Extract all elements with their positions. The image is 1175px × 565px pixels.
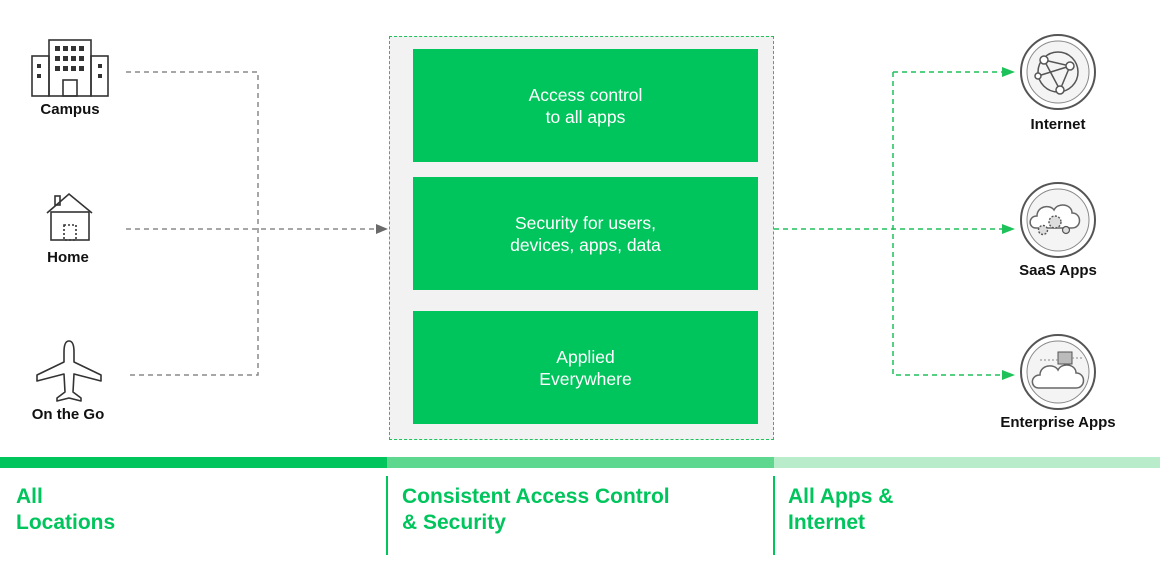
- bar-access-control: [387, 457, 774, 468]
- airplane-icon: [36, 340, 102, 402]
- destination-label-saas: SaaS Apps: [1019, 262, 1097, 279]
- section-title-access-control: Consistent Access Control & Security: [402, 485, 670, 534]
- cloud-server-icon: [1020, 334, 1096, 410]
- box-security: Security for users, devices, apps, data: [413, 177, 758, 290]
- box-applied-everywhere: Applied Everywhere: [413, 311, 758, 424]
- house-icon: [46, 192, 93, 241]
- bar-locations: [0, 457, 387, 468]
- globe-network-icon: [1020, 34, 1096, 110]
- bar-apps-internet: [774, 457, 1160, 468]
- enterprise-connector: [892, 72, 1003, 376]
- box-access-control: Access control to all apps: [413, 49, 758, 162]
- section-divider-1: [386, 476, 388, 555]
- building-icon: [31, 39, 109, 97]
- destination-label-internet: Internet: [1030, 116, 1086, 133]
- destination-label-enterprise: Enterprise Apps: [1000, 414, 1116, 431]
- enterprise-arrowhead: [1002, 370, 1015, 380]
- cloud-gears-icon: [1020, 182, 1096, 258]
- saas-arrowhead: [1002, 224, 1015, 234]
- campus-connector: [126, 71, 259, 376]
- source-label-home: Home: [47, 249, 89, 266]
- section-title-locations: All Locations: [16, 485, 116, 534]
- source-label-on-the-go: On the Go: [31, 406, 105, 423]
- center-arrowhead: [376, 224, 388, 234]
- source-label-campus: Campus: [40, 101, 100, 118]
- section-title-apps-internet: All Apps & Internet: [788, 485, 894, 534]
- internet-arrowhead: [1002, 67, 1015, 77]
- section-divider-2: [773, 476, 775, 555]
